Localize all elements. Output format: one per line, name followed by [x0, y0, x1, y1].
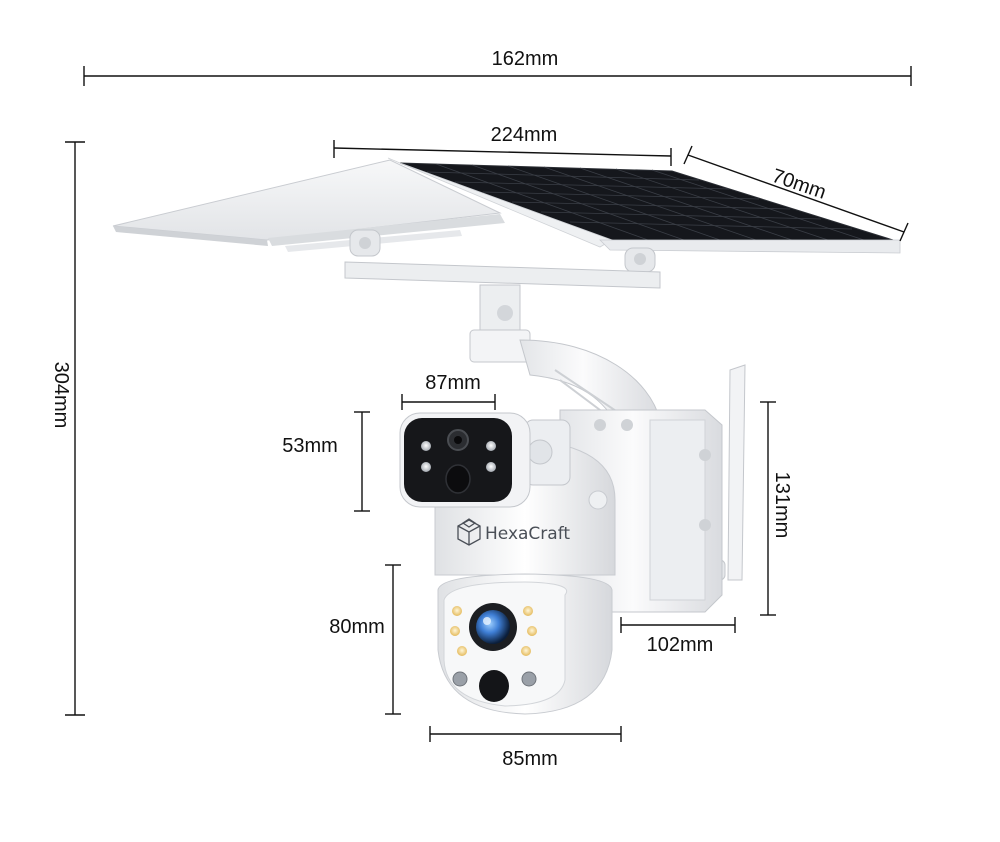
dimension-bullet-height: 53mm	[282, 411, 370, 512]
bullet-ir-led	[421, 441, 431, 451]
dimension-overall-width: 162mm	[83, 48, 912, 86]
brand-name: HexaCraft	[485, 524, 570, 544]
hexagon-cube-logo-icon	[457, 518, 481, 546]
dimension-label-battery-depth: 102mm	[647, 634, 714, 656]
dimension-label-dome-width: 85mm	[502, 748, 558, 770]
dimension-bullet-width: 87mm	[401, 372, 496, 410]
solar-panel	[112, 157, 901, 254]
dome-pir-sensor	[479, 670, 509, 702]
dimension-battery-depth: 102mm	[620, 617, 736, 656]
dimension-label-bullet-height: 53mm	[282, 435, 338, 457]
brand-logo: HexaCraft	[457, 518, 570, 546]
dome-ir-led	[452, 671, 468, 687]
dimension-label-dome-height: 80mm	[329, 616, 385, 638]
solar-cell-grid	[426, 163, 865, 241]
dimension-label-panel-length: 224mm	[491, 124, 558, 146]
dimension-label-bullet-width: 87mm	[425, 372, 481, 394]
dimension-label-overall-width: 162mm	[492, 48, 559, 70]
dimension-label-battery-height: 131mm	[771, 472, 793, 539]
mount-bracket	[344, 229, 661, 431]
dimension-dome-height: 80mm	[329, 564, 401, 715]
dome-camera	[437, 573, 613, 715]
dimension-overall-height: 304mm	[50, 141, 85, 716]
bullet-camera	[399, 412, 571, 508]
dimension-label-panel-depth: 70mm	[769, 165, 829, 204]
dimension-label-overall-height: 304mm	[50, 362, 72, 429]
dimension-dome-width: 85mm	[429, 726, 622, 770]
dimension-panel-length: 224mm	[333, 124, 672, 166]
bullet-pir-sensor	[445, 464, 471, 494]
bullet-camera-face	[404, 418, 512, 502]
dimension-battery-height: 131mm	[760, 401, 793, 616]
dome-warm-led	[452, 606, 462, 616]
